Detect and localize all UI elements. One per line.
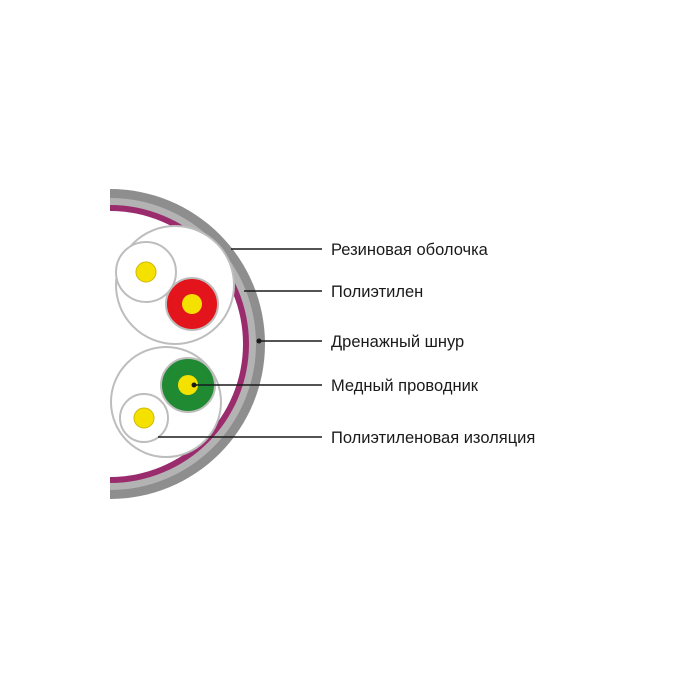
label-drain-wire: Дренажный шнур bbox=[331, 333, 464, 351]
drain-wire-dot bbox=[256, 338, 262, 344]
conductor-red-pair bbox=[182, 294, 202, 314]
cable-half-section bbox=[110, 189, 265, 499]
label-polyethylene: Полиэтилен bbox=[331, 283, 423, 301]
label-pe-insulation: Полиэтиленовая изоляция bbox=[331, 429, 535, 447]
leader-lines bbox=[158, 248, 322, 438]
copper-conductor-dot bbox=[191, 382, 197, 388]
conductor-top-left bbox=[135, 261, 157, 283]
conductor-green-pair bbox=[178, 375, 198, 395]
leader-endpoints bbox=[191, 338, 262, 388]
label-copper-conductor: Медный проводник bbox=[331, 377, 479, 395]
conductor-bottom-left bbox=[133, 407, 155, 429]
label-outer-sheath: Резиновая оболочка bbox=[331, 241, 489, 259]
